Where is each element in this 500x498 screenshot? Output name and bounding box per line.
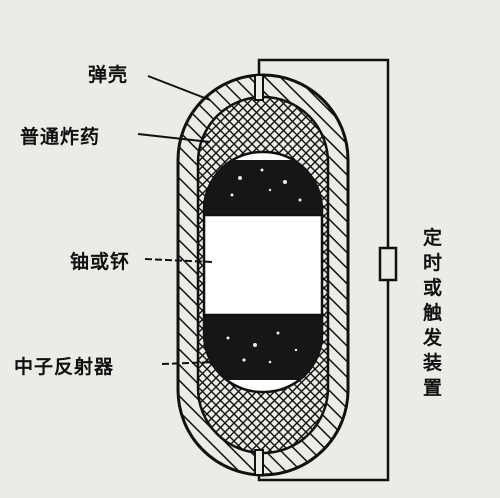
label-explosive: 普通炸药 xyxy=(20,126,101,148)
label-shell: 弹壳 xyxy=(88,64,129,86)
reflector-top xyxy=(204,160,322,215)
label-trigger: 定时或触发装置 xyxy=(423,227,443,399)
leader-explosive xyxy=(137,133,211,143)
leader-shell xyxy=(147,75,211,101)
reflector-speckles xyxy=(226,168,302,364)
trigger-wire-bottom xyxy=(257,280,390,482)
detonator-top xyxy=(254,74,264,101)
label-core: 铀或钚 xyxy=(70,251,131,273)
trigger-wire-top xyxy=(257,58,390,248)
detonator-bottom xyxy=(254,449,264,476)
trigger-box xyxy=(378,246,398,282)
label-reflector: 中子反射器 xyxy=(14,356,115,378)
reflector-bottom xyxy=(204,315,322,380)
leader-core xyxy=(144,258,213,263)
leader-reflector xyxy=(161,361,216,365)
